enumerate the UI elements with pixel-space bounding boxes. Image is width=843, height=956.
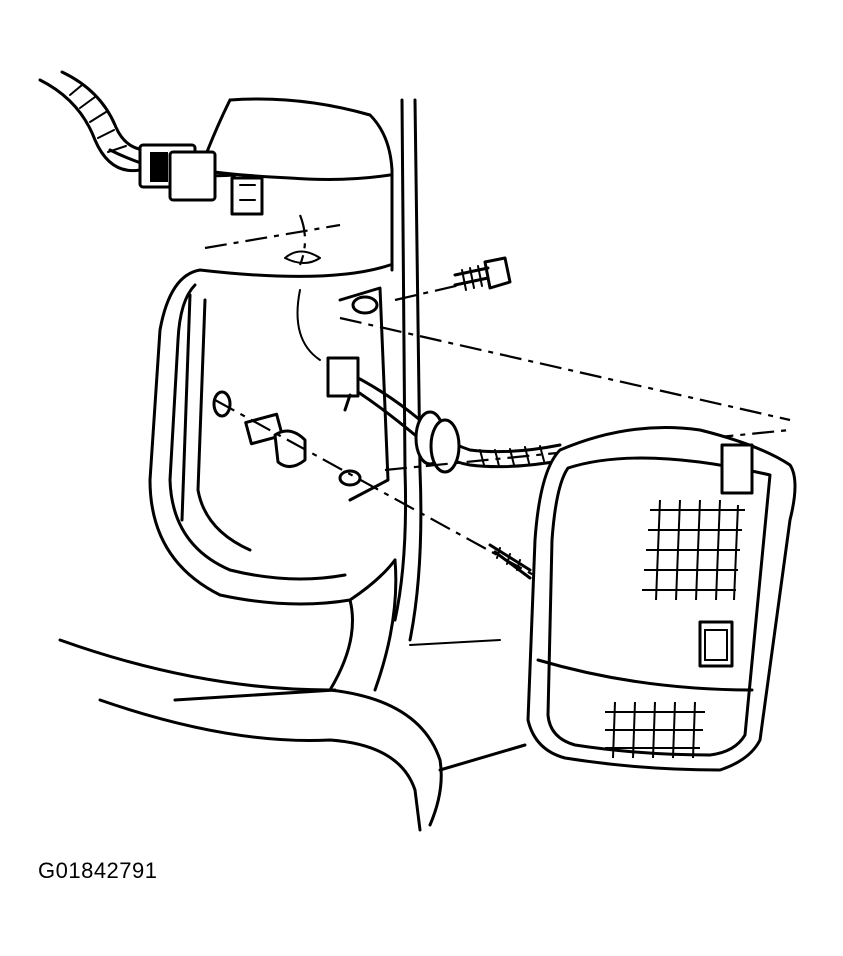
tail-lamp-lens	[526, 426, 797, 772]
figure-id-label: G01842791	[38, 858, 158, 883]
screw-upper	[453, 256, 512, 291]
screw-lower	[488, 543, 532, 580]
wiring-harness-upper	[38, 70, 264, 216]
bulb-socket	[244, 356, 360, 468]
lens-pattern-lower	[605, 701, 705, 759]
lamp-housing-opening	[148, 263, 398, 692]
rear-bumper	[58, 638, 527, 832]
lamp-wiring-pigtail	[356, 376, 567, 474]
lens-pattern-upper	[642, 499, 745, 601]
